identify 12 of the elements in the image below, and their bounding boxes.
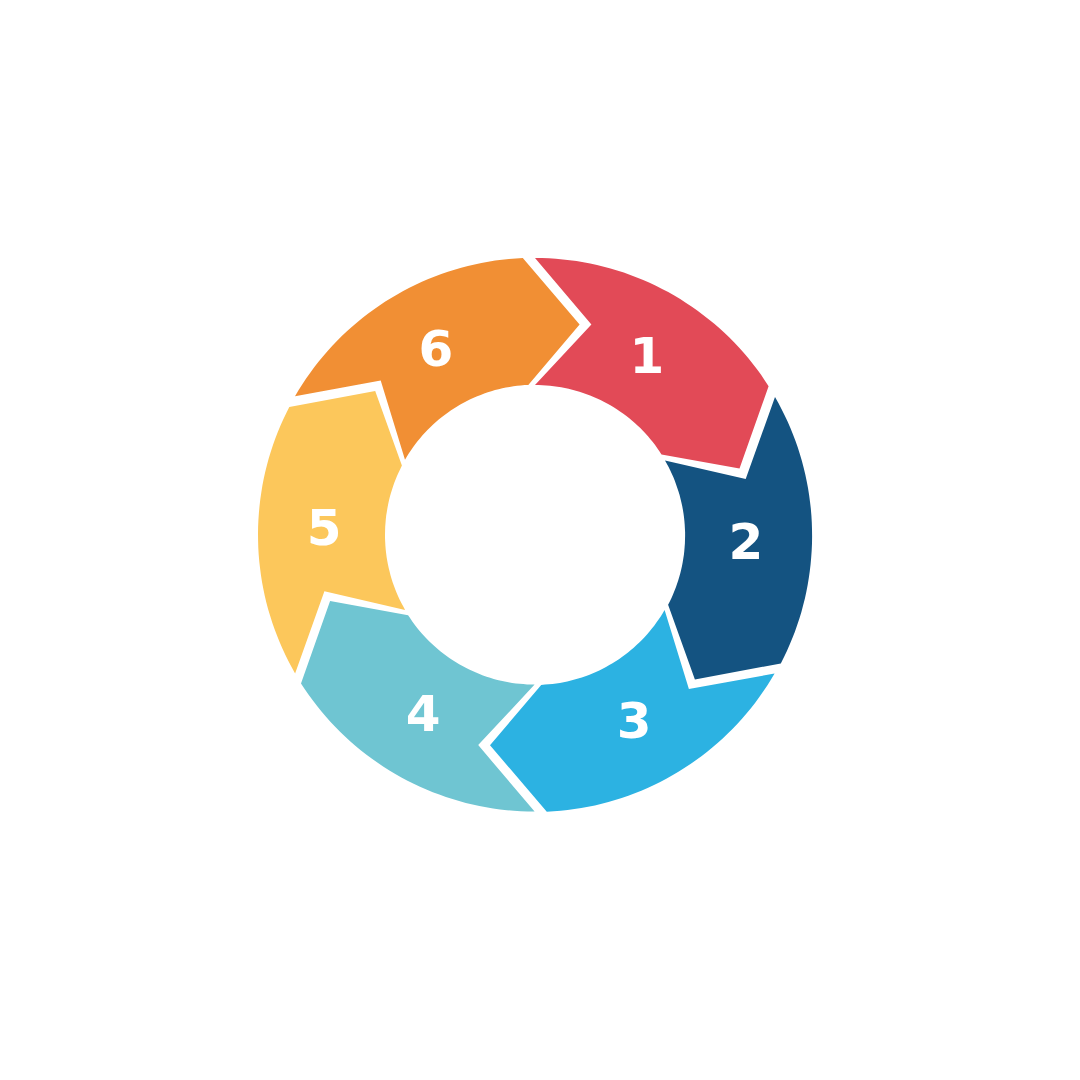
cycle-segment bbox=[490, 610, 775, 812]
cycle-segment bbox=[535, 258, 769, 469]
cycle-segment bbox=[301, 601, 535, 812]
step-number: 2 bbox=[728, 517, 764, 568]
cycle-segment bbox=[295, 258, 580, 460]
step-number: 5 bbox=[306, 502, 342, 553]
step-number: 1 bbox=[629, 331, 665, 382]
cycle-segment bbox=[258, 391, 406, 674]
cycle-segment bbox=[664, 396, 812, 679]
step-number: 3 bbox=[616, 696, 652, 747]
step-number: 6 bbox=[418, 323, 454, 374]
step-number: 4 bbox=[405, 688, 441, 739]
